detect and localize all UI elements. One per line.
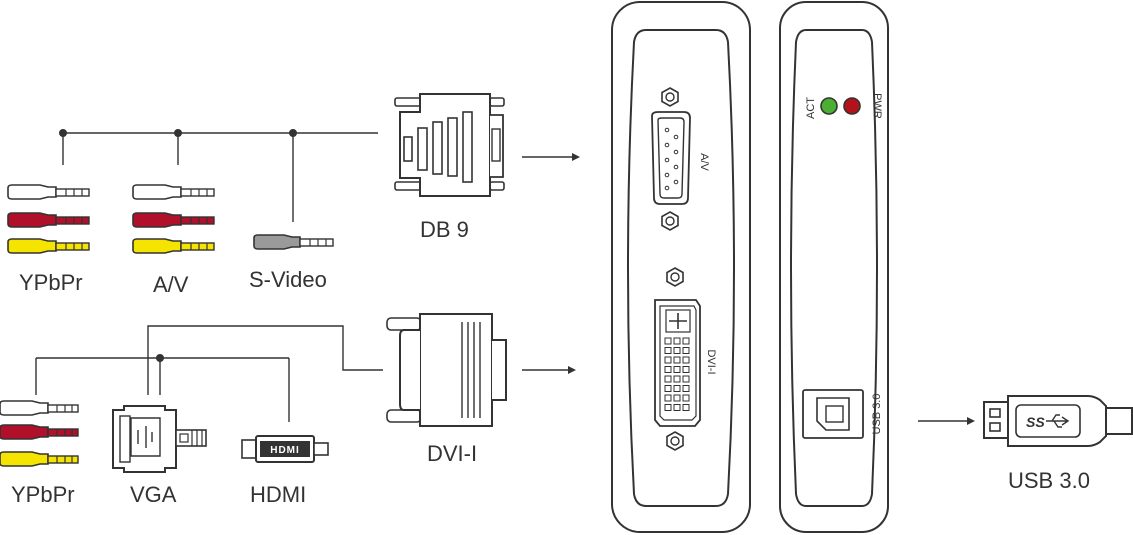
act-label: ACT bbox=[805, 97, 817, 119]
usb-b-port-icon bbox=[802, 389, 864, 439]
dvi-analog-blade bbox=[669, 313, 687, 329]
device-to-usb-arrow bbox=[918, 417, 975, 425]
svideo-label: S-Video bbox=[249, 267, 327, 292]
dvi-pin bbox=[673, 394, 681, 402]
dvi-pin bbox=[664, 356, 672, 364]
dvi-pin bbox=[673, 347, 681, 354]
svideo-plug-icon bbox=[253, 234, 334, 250]
usb-port-label: USB 3.0 bbox=[871, 394, 883, 435]
dvi-pin bbox=[673, 356, 681, 364]
dvi-pin bbox=[673, 337, 681, 345]
ypbpr-rca-icon bbox=[7, 184, 90, 254]
dvi-pin bbox=[682, 337, 690, 345]
dvi-pin bbox=[664, 366, 672, 373]
device-front-panel: A/V DVI-I bbox=[611, 1, 751, 533]
vga-connector-icon bbox=[112, 405, 207, 473]
db9-label: DB 9 bbox=[420, 217, 469, 242]
dvi-to-device-arrow bbox=[522, 366, 576, 374]
dvi-pin bbox=[682, 375, 690, 383]
dvi-pin bbox=[673, 366, 681, 373]
top-input-wiring bbox=[59, 129, 378, 222]
usb-ss-logo: SS bbox=[1026, 414, 1045, 430]
dvi-pin-grid bbox=[664, 309, 691, 411]
ypbpr-rca-bottom-icon bbox=[0, 400, 79, 467]
dvi-pin bbox=[673, 375, 681, 383]
dvi-pin bbox=[664, 404, 672, 411]
av-port-icon bbox=[651, 87, 691, 231]
db9-connector-icon bbox=[394, 93, 505, 197]
dvi-pin bbox=[664, 375, 672, 383]
act-led bbox=[820, 97, 838, 115]
vga-label: VGA bbox=[130, 482, 177, 507]
dvi-pin bbox=[664, 394, 672, 402]
dvi-pin bbox=[682, 404, 690, 411]
pwr-led bbox=[843, 97, 861, 115]
dvi-pin bbox=[664, 385, 672, 392]
pwr-label: PWR bbox=[871, 93, 883, 119]
dvi-label: DVI-I bbox=[427, 441, 477, 466]
ypbpr-bottom-label: YPbPr bbox=[11, 482, 75, 507]
dvi-pin bbox=[682, 385, 690, 392]
db9-to-device-arrow bbox=[522, 153, 580, 161]
dvi-pin bbox=[664, 347, 672, 354]
dvi-port-label: DVI-I bbox=[705, 349, 717, 374]
hdmi-logo-text: HDMI bbox=[270, 445, 300, 456]
device-back-panel: ACT PWR USB 3.0 bbox=[779, 1, 889, 533]
av-label: A/V bbox=[153, 272, 189, 297]
dvi-connector-icon bbox=[386, 313, 507, 427]
dvi-port-icon bbox=[654, 267, 701, 451]
usb-output-label: USB 3.0 bbox=[1008, 468, 1090, 493]
bottom-input-wiring bbox=[35, 325, 383, 422]
hdmi-plug-icon: HDMI bbox=[241, 435, 329, 463]
dvi-pin bbox=[664, 337, 672, 345]
usb3-plug-icon: SS bbox=[983, 395, 1133, 447]
hdmi-label: HDMI bbox=[250, 482, 306, 507]
ypbpr-top-label: YPbPr bbox=[19, 270, 83, 295]
dvi-pin bbox=[682, 366, 690, 373]
dvi-pin bbox=[682, 356, 690, 364]
av-rca-icon bbox=[132, 184, 215, 254]
dvi-pin bbox=[682, 394, 690, 402]
dvi-pin bbox=[673, 404, 681, 411]
dvi-pin bbox=[682, 347, 690, 354]
av-port-label: A/V bbox=[698, 153, 710, 171]
dvi-pin bbox=[673, 385, 681, 392]
